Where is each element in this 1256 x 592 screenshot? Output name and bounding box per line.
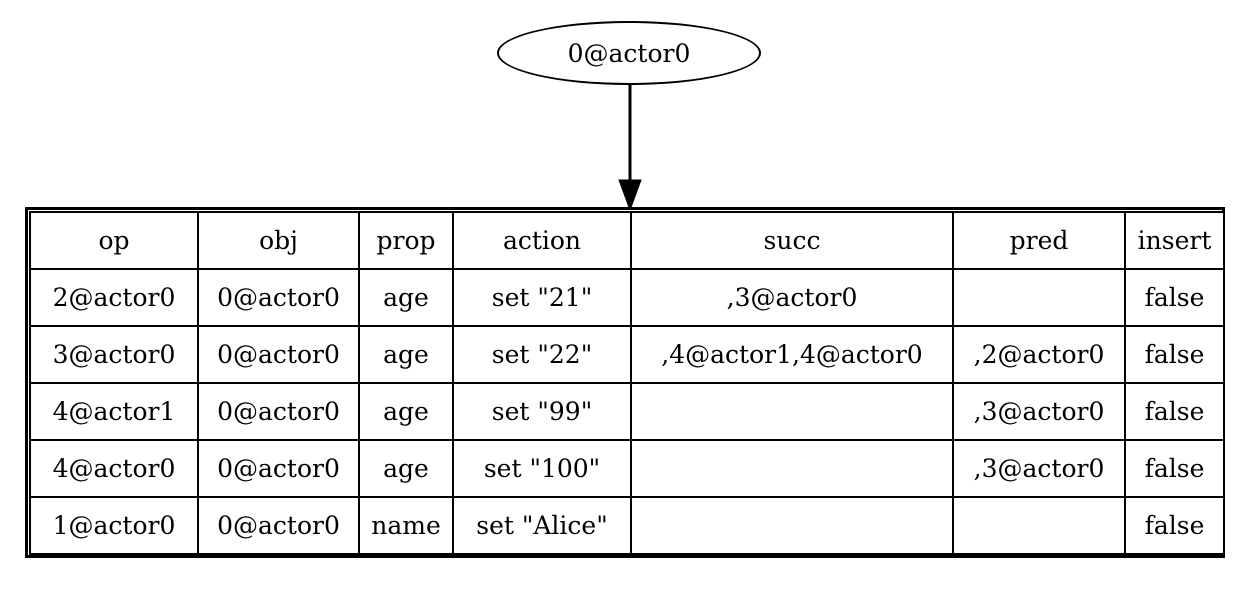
cell-succ: ,4@actor1,4@actor0 bbox=[630, 325, 954, 384]
cell-pred: ,3@actor0 bbox=[952, 382, 1126, 441]
edge-arrow-icon bbox=[618, 84, 642, 212]
ops-table-container: op obj prop action succ pred insert 2@ac… bbox=[25, 207, 1225, 558]
node-actor-root[interactable]: 0@actor0 bbox=[497, 21, 761, 85]
cell-obj: 0@actor0 bbox=[197, 325, 360, 384]
table-row: 4@actor0 0@actor0 age set "100" ,3@actor… bbox=[29, 439, 1225, 498]
cell-prop: age bbox=[358, 268, 454, 327]
cell-action: set "22" bbox=[452, 325, 632, 384]
cell-pred bbox=[952, 268, 1126, 327]
cell-succ: ,3@actor0 bbox=[630, 268, 954, 327]
cell-insert: false bbox=[1124, 382, 1225, 441]
column-header-prop: prop bbox=[358, 211, 454, 270]
cell-action: set "Alice" bbox=[452, 496, 632, 555]
table-row: 3@actor0 0@actor0 age set "22" ,4@actor1… bbox=[29, 325, 1225, 384]
table-header-row: op obj prop action succ pred insert bbox=[29, 211, 1225, 270]
cell-insert: false bbox=[1124, 325, 1225, 384]
cell-action: set "21" bbox=[452, 268, 632, 327]
cell-op: 4@actor0 bbox=[29, 439, 199, 498]
cell-prop: age bbox=[358, 382, 454, 441]
cell-succ bbox=[630, 496, 954, 555]
cell-pred: ,3@actor0 bbox=[952, 439, 1126, 498]
table-row: 2@actor0 0@actor0 age set "21" ,3@actor0… bbox=[29, 268, 1225, 327]
column-header-insert: insert bbox=[1124, 211, 1225, 270]
cell-obj: 0@actor0 bbox=[197, 439, 360, 498]
cell-op: 2@actor0 bbox=[29, 268, 199, 327]
column-header-obj: obj bbox=[197, 211, 360, 270]
column-header-action: action bbox=[452, 211, 632, 270]
table-row: 4@actor1 0@actor0 age set "99" ,3@actor0… bbox=[29, 382, 1225, 441]
ops-table: op obj prop action succ pred insert 2@ac… bbox=[29, 211, 1225, 555]
cell-obj: 0@actor0 bbox=[197, 496, 360, 555]
cell-op: 4@actor1 bbox=[29, 382, 199, 441]
column-header-succ: succ bbox=[630, 211, 954, 270]
cell-pred bbox=[952, 496, 1126, 555]
cell-succ bbox=[630, 382, 954, 441]
cell-action: set "100" bbox=[452, 439, 632, 498]
cell-prop: age bbox=[358, 325, 454, 384]
cell-pred: ,2@actor0 bbox=[952, 325, 1126, 384]
column-header-pred: pred bbox=[952, 211, 1126, 270]
cell-action: set "99" bbox=[452, 382, 632, 441]
cell-prop: name bbox=[358, 496, 454, 555]
cell-insert: false bbox=[1124, 496, 1225, 555]
node-label: 0@actor0 bbox=[567, 38, 691, 68]
cell-insert: false bbox=[1124, 268, 1225, 327]
cell-obj: 0@actor0 bbox=[197, 268, 360, 327]
cell-succ bbox=[630, 439, 954, 498]
cell-prop: age bbox=[358, 439, 454, 498]
cell-insert: false bbox=[1124, 439, 1225, 498]
cell-op: 1@actor0 bbox=[29, 496, 199, 555]
cell-obj: 0@actor0 bbox=[197, 382, 360, 441]
cell-op: 3@actor0 bbox=[29, 325, 199, 384]
column-header-op: op bbox=[29, 211, 199, 270]
table-row: 1@actor0 0@actor0 name set "Alice" false bbox=[29, 496, 1225, 555]
